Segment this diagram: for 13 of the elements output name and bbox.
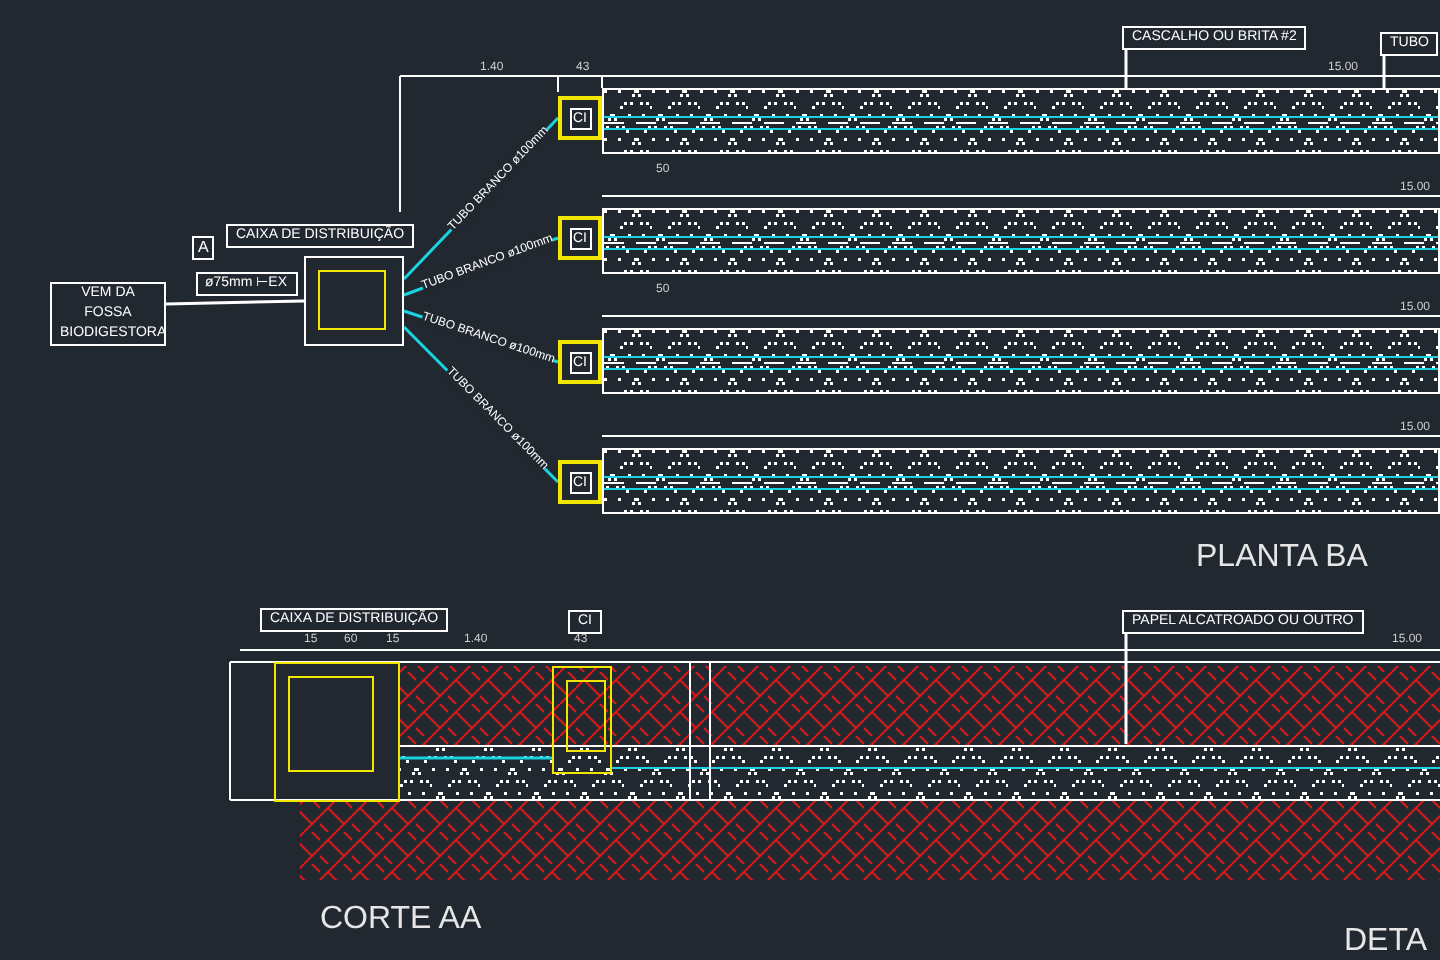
leader-line bbox=[1124, 634, 1128, 744]
inspection-box bbox=[558, 96, 602, 140]
leader-line bbox=[1124, 50, 1128, 88]
inspection-box bbox=[558, 216, 602, 260]
leader-line bbox=[1382, 56, 1386, 88]
pipe-line bbox=[400, 756, 552, 760]
inspection-box bbox=[558, 340, 602, 384]
view-title: CORTE AA bbox=[320, 902, 482, 938]
view-title: DETA bbox=[1344, 924, 1427, 960]
inspection-box bbox=[558, 460, 602, 504]
pipe-line bbox=[165, 299, 305, 306]
section-marker: A bbox=[192, 236, 215, 260]
view-title: PLANTA BA bbox=[1196, 540, 1368, 576]
